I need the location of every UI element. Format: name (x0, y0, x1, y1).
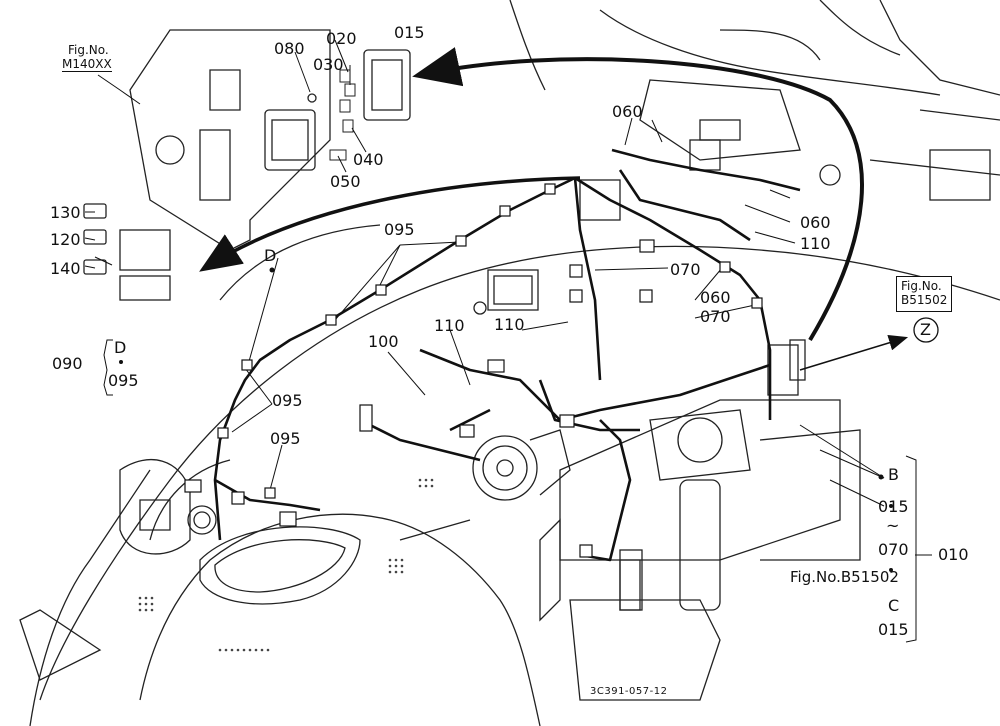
fig-ref-label-top: Fig.No. (68, 43, 109, 57)
part-040: 040 (353, 150, 384, 169)
ecu-module (473, 269, 539, 315)
grille-pattern (138, 478, 434, 652)
part-095-bracket: 095 (108, 371, 139, 390)
range-tilde: ~ (886, 516, 900, 535)
letter-d-bracket: D (114, 338, 127, 357)
part-015-top: 015 (394, 23, 425, 42)
part-130: 130 (50, 203, 81, 222)
connector-bracket-right (767, 339, 806, 396)
alternator (472, 429, 571, 501)
part-070-right: 070 (878, 540, 909, 559)
part-095-b: 095 (272, 391, 303, 410)
part-070-a: 070 (670, 260, 701, 279)
part-060-c: 060 (700, 288, 731, 307)
harness-clips (184, 183, 763, 558)
callout-leaders (84, 39, 932, 643)
fig-ref-bottom-right: Fig.No.B51502 (790, 568, 899, 586)
main-wiring-harness (213, 148, 801, 562)
letter-z: Z (920, 320, 931, 339)
part-095-c: 095 (270, 429, 301, 448)
dashboard-cluster (579, 29, 991, 221)
label-dots (119, 267, 893, 572)
part-010: 010 (938, 545, 969, 564)
part-050: 050 (330, 172, 361, 191)
part-030: 030 (313, 55, 344, 74)
part-060-a: 060 (612, 102, 643, 121)
starter-motor (619, 409, 751, 611)
part-140: 140 (50, 259, 81, 278)
fig-ref-label-right: Fig.No. (901, 279, 942, 293)
part-020: 020 (326, 29, 357, 48)
part-120: 120 (50, 230, 81, 249)
letter-c: C (888, 596, 900, 615)
part-090: 090 (52, 354, 83, 373)
part-015-c: 015 (878, 620, 909, 639)
fuse-connectors-left (83, 203, 171, 301)
part-110-c: 110 (800, 234, 831, 253)
part-080: 080 (274, 39, 305, 58)
part-015-b: 015 (878, 497, 909, 516)
part-110-a: 110 (434, 316, 465, 335)
part-095-a: 095 (384, 220, 415, 239)
part-110-b: 110 (494, 315, 525, 334)
harness-route-arrows (199, 47, 909, 371)
tractor-body-outline (19, 0, 1000, 726)
part-070-b: 070 (700, 307, 731, 326)
drawing-code: 3C391-057-12 (590, 686, 668, 697)
part-060-b: 060 (800, 213, 831, 232)
fig-ref-number-top: M140XX (62, 57, 112, 72)
fig-ref-box-right: Fig.No. B51502 (896, 276, 953, 312)
letter-d-harness: D (264, 246, 277, 265)
headlight-assembly (119, 459, 361, 605)
letter-b: B (888, 465, 899, 484)
fig-ref-number-right: B51502 (901, 292, 948, 307)
z-callout-circle (913, 317, 939, 343)
relay-panel-bracket (129, 29, 411, 251)
part-100: 100 (368, 332, 399, 351)
